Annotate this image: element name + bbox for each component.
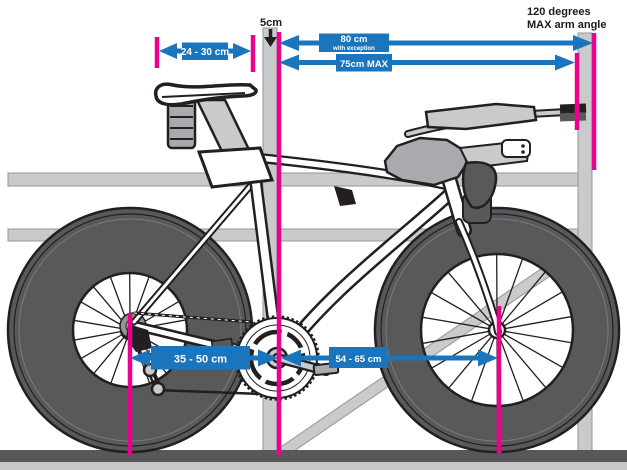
rear-center-arrowhead-right (258, 349, 278, 367)
saddle-rail (161, 92, 246, 98)
seatstay (132, 182, 254, 324)
reach-exception-measurement: 80 cm with exception (279, 33, 593, 52)
reach-max-arrowhead-left (279, 54, 299, 71)
extension-clamp (501, 139, 531, 158)
saddle-length-arrowhead-right (233, 43, 251, 59)
armrest-pad (424, 102, 538, 131)
front-center-arrowhead-right (478, 349, 498, 367)
rear-center-arrowhead-left (130, 349, 150, 367)
setback-zone-label: 5cm (260, 17, 282, 47)
cockpit (383, 102, 587, 209)
saddle-assembly (153, 82, 275, 189)
rear-center-box (151, 346, 250, 370)
saddle-length-measurement: 24 - 30 cm (159, 42, 251, 60)
shifter-tip-upper (559, 103, 587, 114)
arm-angle-line1: 120 degrees (527, 6, 591, 18)
reach-exception-arrowhead-right (573, 35, 593, 51)
saddle-length-arrowhead-left (159, 43, 177, 59)
bicycle (6, 82, 621, 454)
fork (457, 220, 500, 334)
front-center-arrowhead-left (281, 349, 301, 367)
clamp-bolt-2 (521, 150, 525, 154)
reach-exception-subtext: with exception (332, 46, 375, 52)
front-tire-rim (373, 206, 621, 454)
setback-label-text: 5cm (260, 17, 282, 29)
saddle-length-box (182, 42, 228, 60)
shifter-tip-lower (559, 112, 587, 122)
setback-arrow-head (264, 37, 277, 47)
arm-angle-line2: MAX arm angle (527, 19, 606, 31)
front-center-box (329, 347, 388, 368)
reach-max-box (336, 54, 392, 72)
ground-dark-strip (0, 450, 627, 462)
reach-exception-arrowhead-left (279, 35, 299, 51)
rear-center-measurement: 35 - 50 cm (130, 346, 278, 370)
reach-max-text: 75cm MAX (340, 59, 389, 70)
clamp-bolt-1 (521, 144, 525, 148)
arm-angle-label: 120 degrees MAX arm angle (527, 6, 606, 31)
rear-derailleur-body (126, 324, 152, 352)
reach-exception-box (319, 33, 389, 52)
chain-top-links (133, 312, 253, 323)
brake-lever (461, 161, 498, 209)
annotations: 5cm 120 degrees MAX arm angle 24 - 30 cm… (130, 6, 606, 370)
saddle-length-text: 24 - 30 cm (181, 47, 229, 58)
jockey-wheel-lower (150, 381, 166, 397)
reach-max-measurement: 75cm MAX (279, 54, 575, 72)
ground-light-strip (0, 462, 627, 470)
reach-exception-text: 80 cm (341, 34, 368, 45)
frame-detail (334, 186, 356, 206)
front-center-measurement: 54 - 65 cm (281, 347, 498, 368)
seat-mast-top (196, 146, 275, 189)
reference-lines (127, 32, 597, 456)
front-center-text: 54 - 65 cm (336, 354, 382, 365)
stem-basebar (383, 136, 469, 187)
reach-max-arrowhead-right (555, 54, 575, 71)
rear-center-text: 35 - 50 cm (174, 354, 227, 366)
